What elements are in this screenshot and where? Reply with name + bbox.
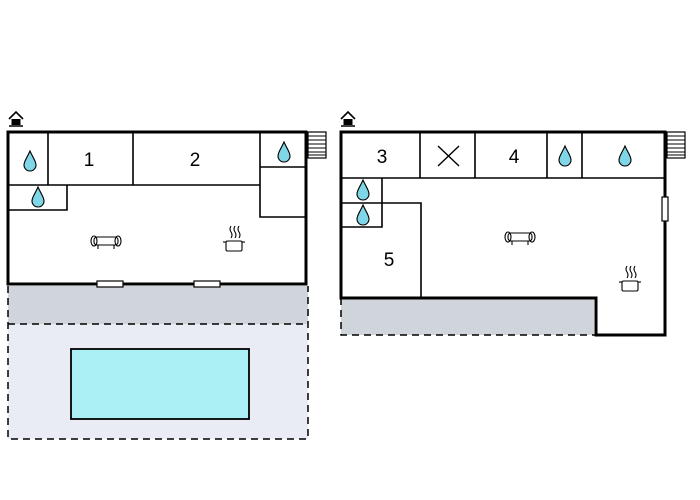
terrace-area bbox=[8, 286, 308, 324]
bathroom-icon bbox=[618, 144, 632, 167]
garden-boundary bbox=[7, 286, 309, 440]
kitchen-icon bbox=[619, 265, 641, 292]
room-number: 4 bbox=[509, 147, 520, 168]
stairs-icon bbox=[307, 131, 327, 159]
living-room-icon bbox=[504, 231, 536, 245]
terrace-area bbox=[341, 298, 594, 335]
bathroom-icon bbox=[558, 144, 572, 167]
entrance-icon bbox=[8, 110, 24, 127]
bathroom-icon bbox=[356, 178, 370, 201]
floor-plan-left: 1 2 bbox=[6, 110, 327, 440]
house-outline bbox=[6, 130, 308, 286]
window-icon bbox=[661, 196, 669, 222]
interior-walls bbox=[341, 133, 665, 298]
bathroom-icon bbox=[277, 140, 291, 163]
door-icon bbox=[96, 280, 124, 288]
technical-room-icon bbox=[437, 145, 460, 167]
kitchen-icon bbox=[223, 225, 245, 252]
bathroom-icon bbox=[23, 149, 37, 172]
stairs-icon bbox=[666, 131, 686, 159]
room-number: 2 bbox=[190, 150, 201, 171]
living-room-icon bbox=[90, 235, 122, 249]
house-outline bbox=[339, 130, 667, 337]
room-number: 3 bbox=[377, 147, 388, 168]
floor-plan-right: 3 4 5 bbox=[339, 110, 686, 337]
interior-walls bbox=[8, 133, 306, 218]
bathroom-icon bbox=[356, 203, 370, 226]
pool bbox=[70, 348, 250, 420]
door-icon bbox=[193, 280, 221, 288]
room-number: 1 bbox=[84, 150, 95, 171]
bathroom-icon bbox=[31, 185, 45, 208]
entrance-icon bbox=[340, 110, 356, 127]
room-number: 5 bbox=[384, 250, 395, 271]
terrace-boundary bbox=[340, 298, 595, 336]
